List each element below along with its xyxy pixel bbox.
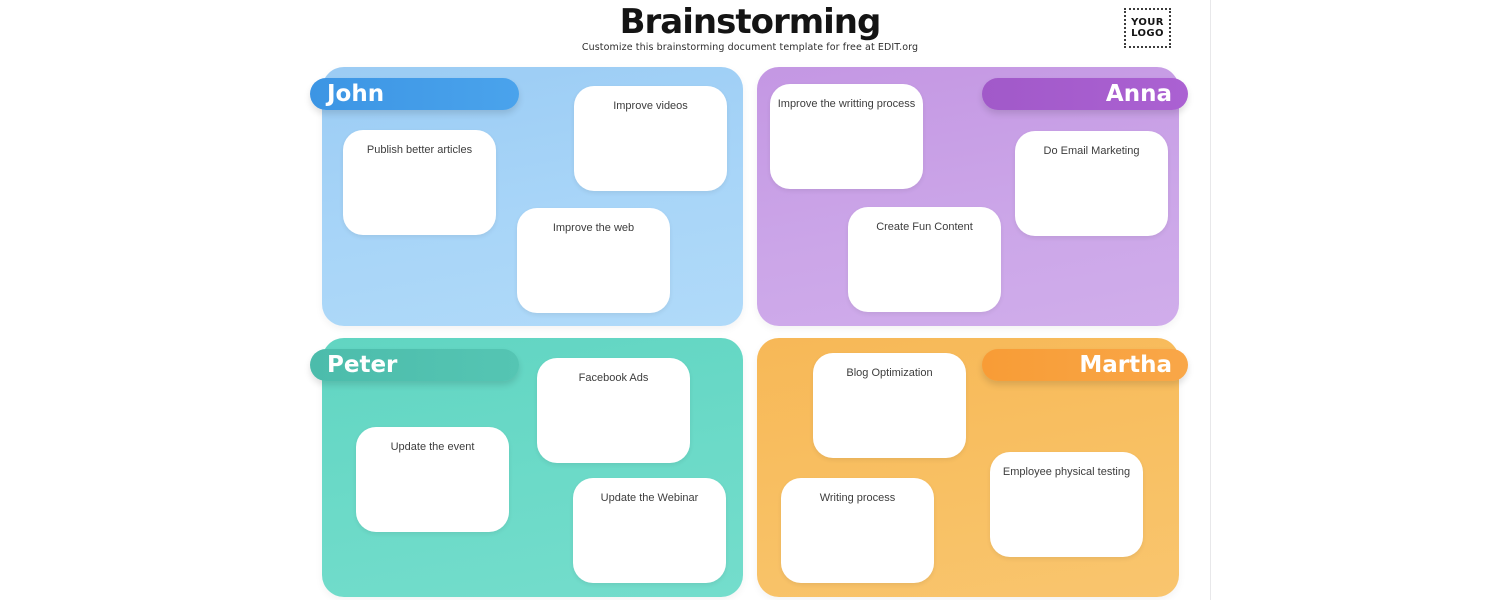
name-tag-peter[interactable]: Peter [310,349,519,381]
note-update-the-event[interactable]: Update the event [356,427,509,532]
note-blog-optimization[interactable]: Blog Optimization [813,353,966,458]
logo-placeholder[interactable]: YOUR LOGO [1124,8,1171,48]
quadrant-john[interactable]: John Publish better articles Improve vid… [310,67,743,326]
name-label-peter: Peter [327,352,398,378]
page-boundary-line [1210,0,1211,600]
note-update-the-webinar[interactable]: Update the Webinar [573,478,726,583]
note-text: Blog Optimization [846,367,933,379]
logo-text-line2: LOGO [1131,28,1164,39]
note-improve-the-web[interactable]: Improve the web [517,208,670,313]
note-employee-physical-testing[interactable]: Employee physical testing [990,452,1143,557]
quadrant-martha[interactable]: Martha Blog Optimization Employee physic… [757,338,1188,597]
note-text: Update the Webinar [600,492,699,504]
note-text: Improve the web [552,222,635,234]
name-label-anna: Anna [1105,81,1172,107]
quadrant-peter[interactable]: Peter Facebook Ads Update the event Upda… [310,338,743,597]
note-improve-videos[interactable]: Improve videos [574,86,727,191]
note-text: Employee physical testing [1002,466,1131,478]
note-do-email-marketing[interactable]: Do Email Marketing [1015,131,1168,236]
note-text: Improve the writting process [777,98,916,110]
note-create-fun-content[interactable]: Create Fun Content [848,207,1001,312]
name-tag-john[interactable]: John [310,78,519,110]
note-text: Do Email Marketing [1043,145,1140,157]
note-text: Improve videos [613,100,688,112]
note-text: Update the event [390,441,475,453]
name-tag-anna[interactable]: Anna [982,78,1188,110]
note-publish-better-articles[interactable]: Publish better articles [343,130,496,235]
logo-text-line1: YOUR [1131,17,1164,28]
quadrant-anna[interactable]: Anna Improve the writting process Do Ema… [757,67,1188,326]
page-subtitle[interactable]: Customize this brainstorming document te… [581,42,919,53]
note-facebook-ads[interactable]: Facebook Ads [537,358,690,463]
page-title[interactable]: Brainstorming [619,2,882,42]
name-tag-martha[interactable]: Martha [982,349,1188,381]
note-text: Facebook Ads [578,372,649,384]
note-text: Writing process [819,492,896,504]
note-text: Create Fun Content [876,221,973,233]
note-improve-the-writting-process[interactable]: Improve the writting process [770,84,923,189]
note-text: Publish better articles [366,144,473,156]
name-label-martha: Martha [1079,352,1172,378]
name-label-john: John [327,81,385,107]
note-writing-process[interactable]: Writing process [781,478,934,583]
